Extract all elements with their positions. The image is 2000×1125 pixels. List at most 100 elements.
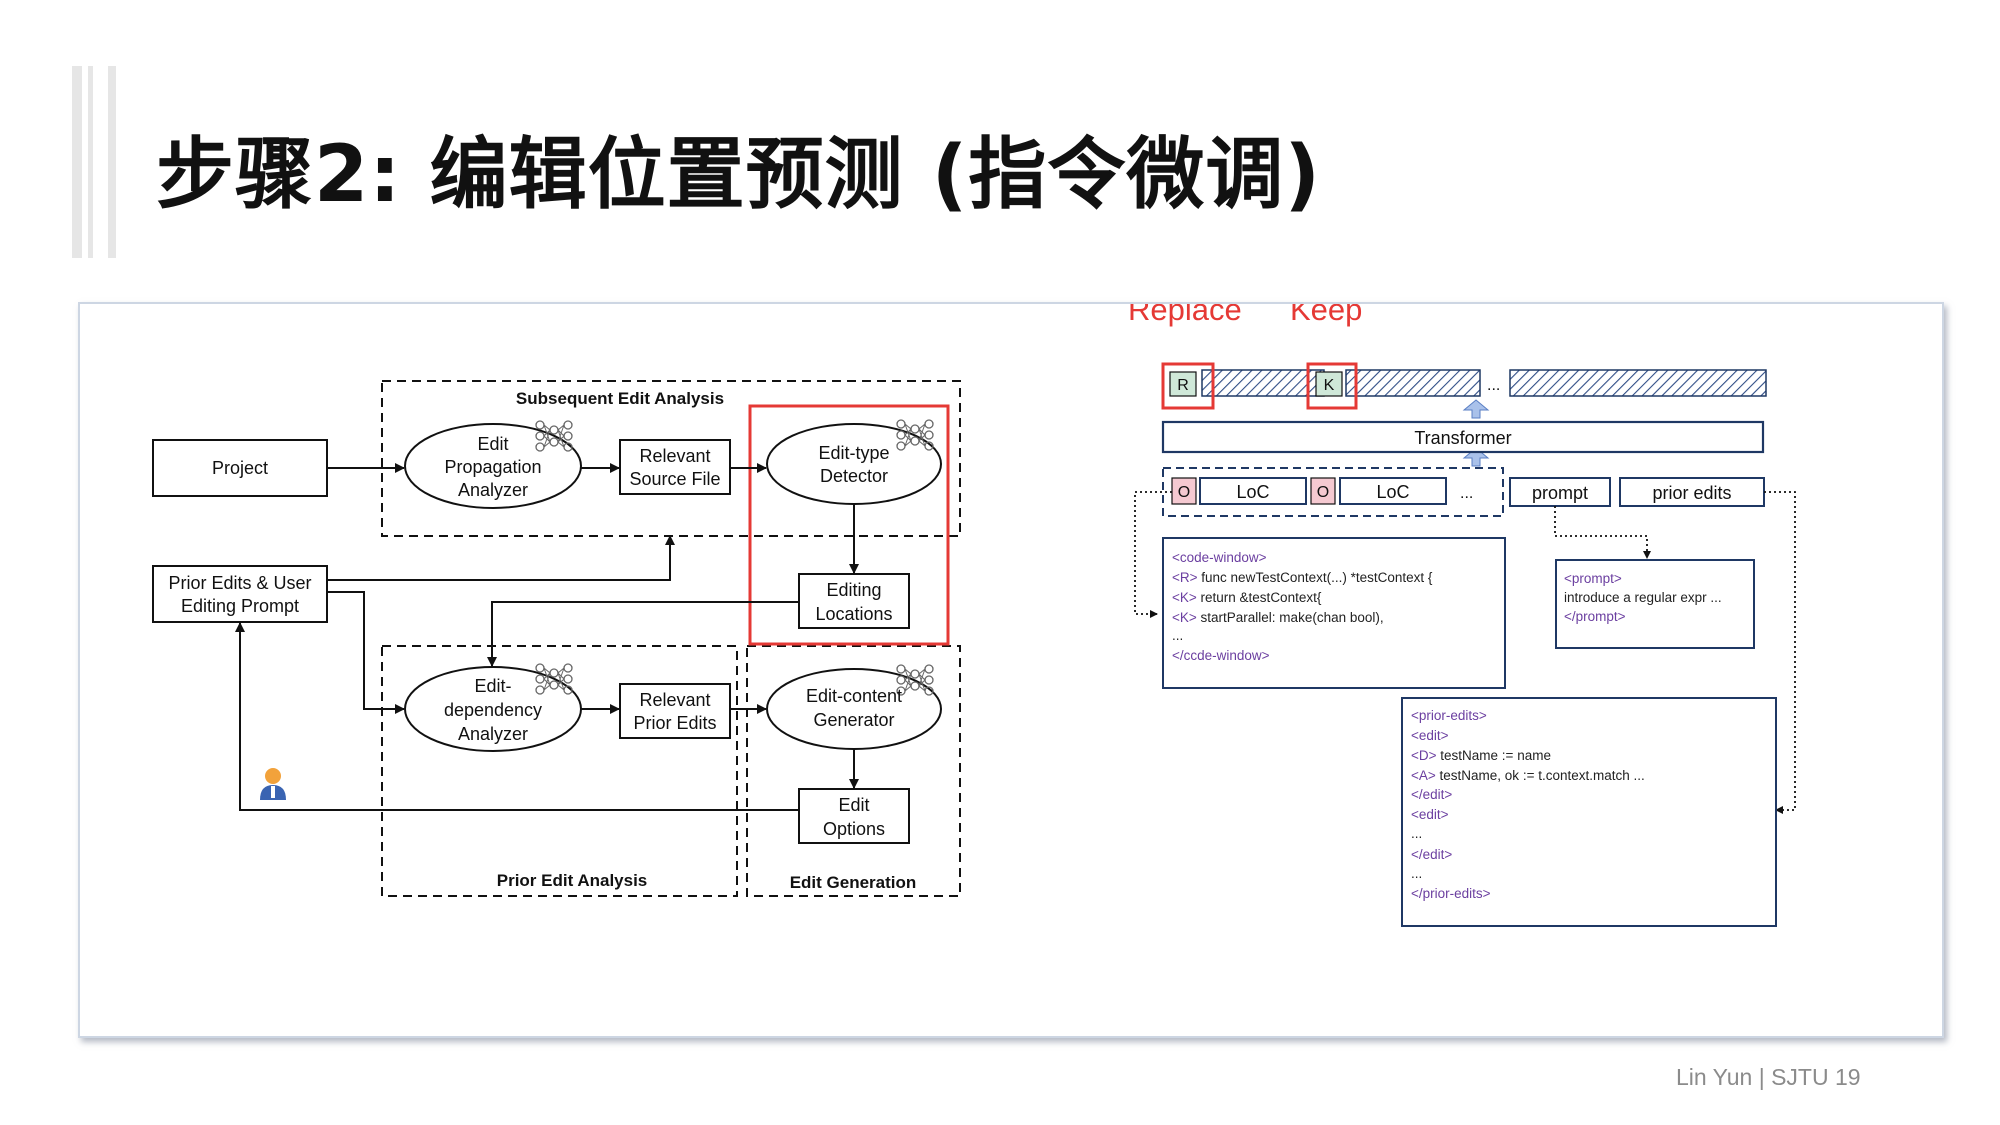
code-line-tag: <K> [1172,590,1197,605]
code-line: <K> startParallel: make(chan bool), [1172,610,1384,625]
code-line-text: func newTestContext(...) *testContext { [1198,570,1433,585]
loc-box [1339,477,1447,505]
prompt-close: </prompt> [1564,609,1626,624]
prior-edit-tag: <D> [1411,748,1437,763]
code-window-dots: ... [1172,628,1183,643]
code-line: <K> return &testContext{ [1172,590,1322,605]
prior-edit-line: <A> testName, ok := t.context.match ... [1411,768,1645,783]
code-line-text: return &testContext{ [1197,590,1322,605]
eda-line2: dependency [444,700,542,720]
prompt-box [1555,559,1755,649]
token-k-label: K [1324,377,1335,394]
user-avatar-icon [260,768,286,800]
token-o [1310,477,1336,505]
edit-close: </edit> [1411,847,1452,862]
prompt-text: introduce a regular expr ... [1564,590,1722,605]
rsf-line1: Relevant [639,446,710,466]
project-box [152,439,328,497]
edit-open: <edit> [1411,807,1449,822]
ecg-line2: Generator [813,710,894,730]
prior-edits-prompt-line2: Editing Prompt [181,596,299,616]
prior-edits-prompt-line1: Prior Edits & User [168,573,311,593]
decor-bar-2 [88,66,93,258]
prior-edit-line: <D> testName := name [1411,748,1551,763]
edit-open: <edit> [1411,728,1449,743]
loc-box [1199,477,1307,505]
hatched-token-bar [1509,369,1767,397]
code-window-box [1162,537,1506,689]
group-prior-label: Prior Edit Analysis [497,871,648,890]
prior-edits-dots: ... [1411,826,1422,841]
rpe-line1: Relevant [639,690,710,710]
prior-edits-box [1401,697,1777,927]
decor-bar-1 [72,66,82,258]
epa-line1: Edit [477,434,508,454]
highlight-keep-token [1306,362,1358,410]
hatched-token-bar [1201,369,1325,397]
keep-label: Keep [1290,304,1362,327]
relevant-source-file-box [619,439,731,495]
code-line-tag: <R> [1172,570,1198,585]
prompt-token-label: prompt [1532,483,1588,503]
token-ellipsis: ... [1487,377,1500,394]
figure-canvas: Subsequent Edit Analysis Prior Edit Anal… [152,292,1796,927]
prompt-token-box [1509,477,1611,507]
prior-edit-text: testName, ok := t.context.match ... [1436,768,1645,783]
eo-line2: Options [823,819,885,839]
group-prior-edit-analysis [381,645,738,897]
code-window-close: </ccde-window> [1172,648,1270,663]
code-window-tokens-group [1162,467,1504,517]
left-diagram: Subsequent Edit Analysis Prior Edit Anal… [152,380,961,897]
dotted-connectors [1134,491,1796,814]
prior-edits-dots: ... [1411,866,1422,881]
prior-edits-close: </prior-edits> [1411,886,1491,901]
transformer-box [1161,420,1765,454]
ecg-line1: Edit-content [806,686,902,706]
group-edit-generation [746,645,961,897]
loc-label: LoC [1376,482,1409,502]
etd-line1: Edit-type [818,443,889,463]
code-line-text: startParallel: make(chan bool), [1197,610,1384,625]
el-line1: Editing [826,580,881,600]
left-arrows [235,463,859,811]
loc-label: LoC [1236,482,1269,502]
epa-line2: Propagation [444,457,541,477]
edit-close: </edit> [1411,787,1452,802]
highlight-replace-token [1161,362,1215,410]
token-o-label: O [1178,484,1190,501]
prior-edits-token-label: prior edits [1652,483,1731,503]
highlight-edit-type-region [748,404,950,646]
group-subsequent-label: Subsequent Edit Analysis [516,389,724,408]
right-diagram: Replace Keep R K ... Transformer O LoC O… [1128,292,1796,927]
loc-ellipsis: ... [1460,485,1473,502]
group-generation-label: Edit Generation [790,873,917,892]
prior-edit-tag: <A> [1411,768,1436,783]
code-line: <R> func newTestContext(...) *testContex… [1172,570,1433,585]
token-k [1315,371,1343,397]
token-r-label: R [1177,377,1189,394]
prior-edit-text: testName := name [1437,748,1551,763]
edit-content-generator-node [766,668,942,750]
token-o-label: O [1317,484,1329,501]
token-o [1171,477,1197,505]
replace-label: Replace [1128,304,1242,327]
prior-edits-token-box [1619,477,1765,507]
etd-line2: Detector [820,466,888,486]
up-arrow-icon [1462,399,1490,419]
eda-line3: Analyzer [458,724,528,744]
eo-line1: Edit [838,795,869,815]
transformer-label: Transformer [1414,428,1511,448]
slide-title: 步骤2: 编辑位置预测 (指令微调) [156,130,1322,220]
relevant-prior-edits-box [619,683,731,739]
edit-type-detector-node [766,423,942,505]
hatched-token-bar [1345,369,1481,397]
rpe-line2: Prior Edits [633,713,716,733]
prompt-open: <prompt> [1564,571,1622,586]
el-line2: Locations [815,604,892,624]
decor-bar-3 [108,66,116,258]
footer-credit: Lin Yun | SJTU 19 [1676,1064,1861,1090]
eda-line1: Edit- [474,676,511,696]
code-line-tag: <K> [1172,610,1197,625]
epa-line3: Analyzer [458,480,528,500]
content-frame: Subsequent Edit Analysis Prior Edit Anal… [78,292,1944,1038]
